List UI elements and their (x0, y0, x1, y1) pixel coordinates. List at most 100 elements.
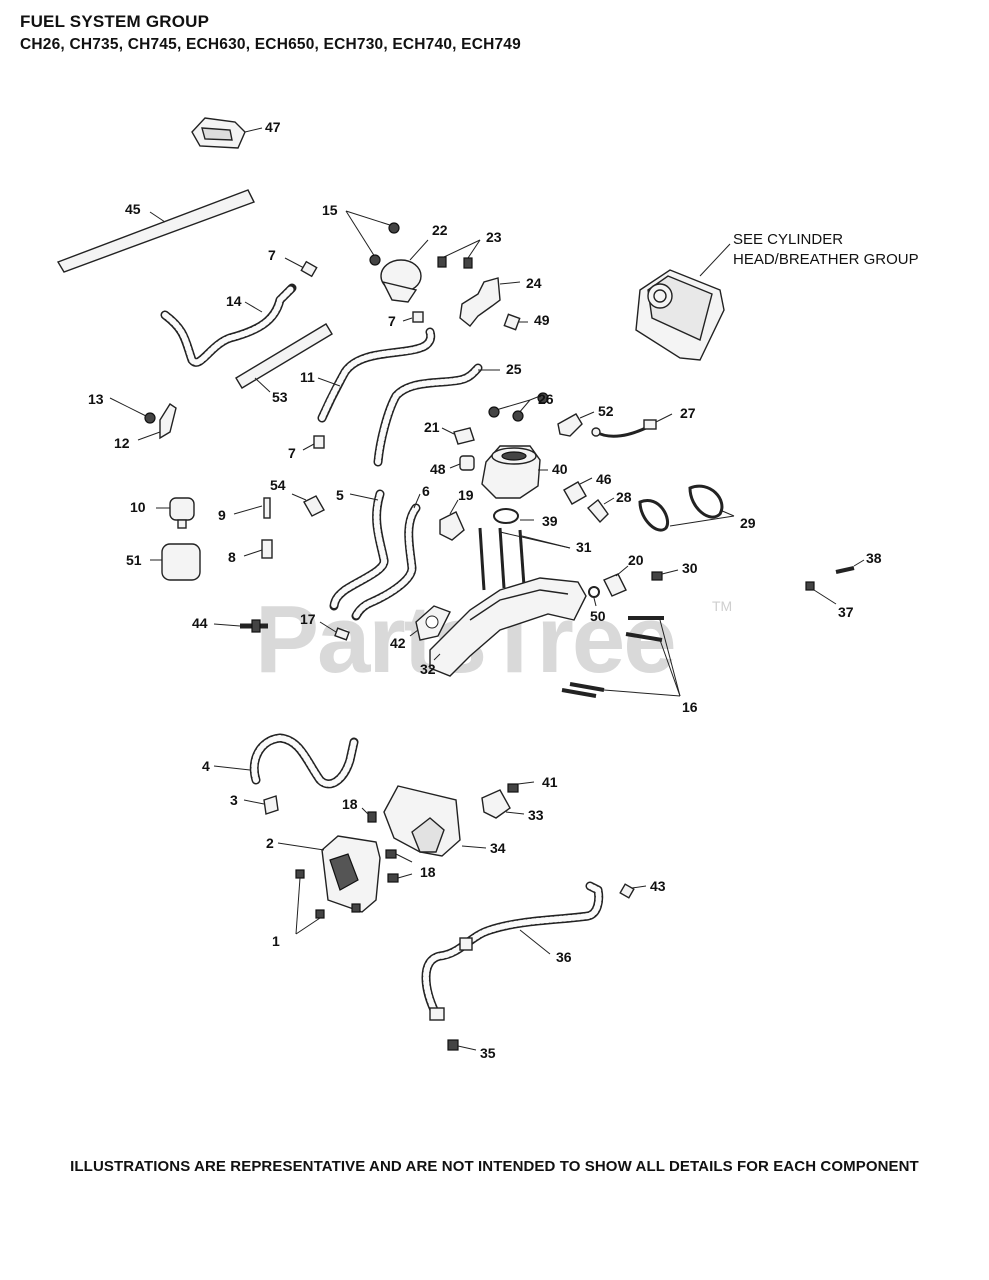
callout-25: 25 (506, 361, 522, 377)
reference-note-line1: SEE CYLINDER (733, 231, 844, 248)
callout-48: 48 (430, 461, 446, 477)
callout-11: 11 (300, 369, 315, 385)
part-33-sensor (481, 781, 535, 819)
callout-8: 8 (228, 549, 236, 565)
callout-49: 49 (534, 312, 550, 328)
callout-3: 3 (230, 792, 238, 808)
part-11-hose (317, 327, 436, 423)
callout-37: 37 (838, 604, 854, 620)
callout-12: 12 (114, 435, 130, 451)
part-10-filter (156, 497, 195, 529)
callout-9: 9 (218, 507, 226, 523)
callout-10: 10 (130, 499, 146, 515)
callout-17: 17 (300, 611, 316, 627)
part-29-gaskets (638, 484, 735, 532)
part-3-clip (243, 795, 279, 815)
callout-18: 18 (342, 796, 358, 812)
callout-22: 22 (432, 222, 448, 238)
part-14-hose (160, 283, 297, 367)
callout-42: 42 (390, 635, 406, 651)
callout-40: 40 (552, 461, 568, 477)
part-53-tube (235, 323, 333, 393)
callout-13: 13 (88, 391, 104, 407)
callout-36: 36 (556, 949, 572, 965)
part-47-duct (191, 117, 263, 149)
callout-50: 50 (590, 608, 606, 624)
callout-44: 44 (192, 615, 208, 631)
part-12-clamp (109, 397, 177, 441)
callout-24: 24 (526, 275, 542, 291)
part-16-studs (561, 616, 681, 698)
cylinder-head-assembly (635, 243, 731, 361)
callout-54: 54 (270, 477, 286, 493)
callout-18: 18 (420, 864, 436, 880)
callout-14: 14 (226, 293, 242, 309)
part-4-hose (213, 733, 359, 789)
callout-45: 45 (125, 201, 141, 217)
part-37-38-screws (805, 559, 865, 605)
callout-41: 41 (542, 774, 558, 790)
callout-7: 7 (388, 313, 396, 329)
callout-33: 33 (528, 807, 544, 823)
part-5-6-hoses (329, 489, 421, 621)
callout-53: 53 (272, 389, 288, 405)
callout-2: 2 (266, 835, 274, 851)
callout-38: 38 (866, 550, 882, 566)
callout-16: 16 (682, 699, 698, 715)
part-32-manifold (409, 577, 587, 677)
part-46-fitting (563, 477, 615, 524)
callout-51: 51 (126, 552, 142, 568)
callout-1: 1 (272, 933, 280, 949)
callout-20: 20 (628, 552, 644, 568)
callout-34: 34 (490, 840, 506, 856)
part-36-wire-harness (421, 881, 647, 1021)
part-34-bracket (361, 785, 487, 883)
callout-46: 46 (596, 471, 612, 487)
callout-28: 28 (616, 489, 632, 505)
part-2-fuel-pump-module (277, 835, 381, 935)
reference-note-line2: HEAD/BREATHER GROUP (733, 251, 919, 268)
part-21-clip (441, 427, 475, 445)
callout-32: 32 (420, 661, 436, 677)
reference-note: SEE CYLINDER HEAD/BREATHER GROUP (733, 230, 919, 270)
disclaimer-footer: ILLUSTRATIONS ARE REPRESENTATIVE AND ARE… (70, 1158, 919, 1175)
model-list: CH26, CH735, CH745, ECH630, ECH650, ECH7… (20, 36, 521, 53)
part-45-tube (56, 189, 255, 273)
callout-15: 15 (322, 202, 338, 218)
callout-43: 43 (650, 878, 666, 894)
callout-6: 6 (422, 483, 430, 499)
part-19-sensor (439, 499, 571, 591)
part-52-bracket (557, 411, 673, 438)
part-40-throttle-body (449, 445, 548, 499)
diagram-title: FUEL SYSTEM GROUP (20, 12, 210, 31)
callout-30: 30 (682, 560, 698, 576)
callout-4: 4 (202, 758, 210, 774)
part-25-hose (373, 363, 500, 467)
callout-52: 52 (598, 403, 614, 419)
part-24-bracket (459, 277, 528, 331)
part-20-sensor (588, 565, 679, 607)
callout-39: 39 (542, 513, 558, 529)
part-22-fuel-pump (345, 210, 429, 303)
callout-19: 19 (458, 487, 474, 503)
part-23-screws (437, 239, 481, 269)
callout-7: 7 (288, 445, 296, 461)
part-26-nuts (488, 392, 549, 422)
callout-7: 7 (268, 247, 276, 263)
callout-27: 27 (680, 405, 696, 421)
part-51-filter (150, 543, 201, 581)
callout-35: 35 (480, 1045, 496, 1061)
callout-26: 26 (538, 391, 554, 407)
small-parts (213, 493, 350, 641)
callout-21: 21 (424, 419, 440, 435)
callout-31: 31 (576, 539, 592, 555)
part-7-clip (284, 257, 424, 451)
callout-29: 29 (740, 515, 756, 531)
callout-23: 23 (486, 229, 502, 245)
callout-47: 47 (265, 119, 281, 135)
watermark-trademark: TM (712, 598, 733, 614)
part-35-nut (447, 1039, 477, 1051)
